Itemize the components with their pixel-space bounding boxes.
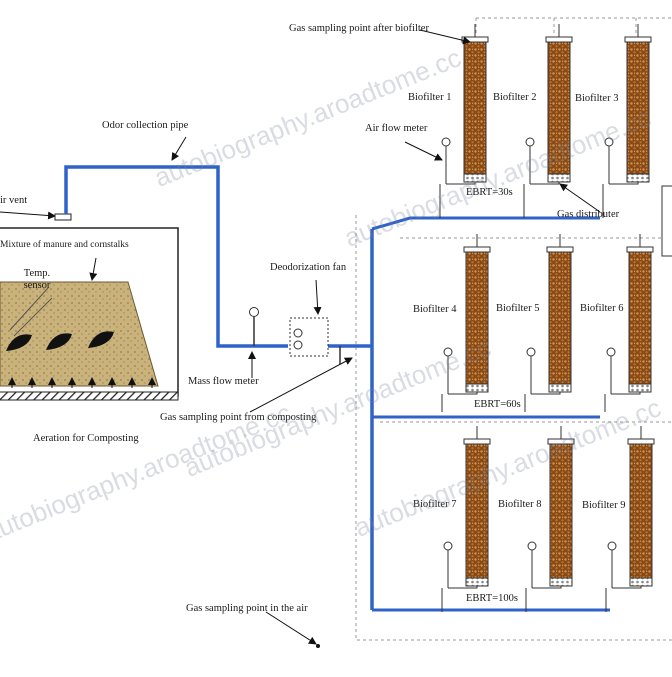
mixture-arrow [89,257,98,281]
biofilter-column [463,41,487,183]
branch-pipe-1 [371,216,600,231]
temp-sensor-probe [6,334,32,351]
aeration-label: Aeration for Composting [33,433,139,444]
biofilter-cap [546,246,574,253]
gas-sampling-after-arrow [419,29,471,45]
biofilter-gravel [465,577,489,587]
biofilter-cap [463,246,491,253]
air-vent [54,213,72,221]
feed-line [611,392,641,395]
temp-sensor-wire [13,297,53,337]
biofilter-gravel [548,383,572,393]
biofilter-label: Biofilter 2 [493,92,537,103]
temp-sensor-probe [88,331,114,348]
gas-sampling-air-label: Gas sampling point in the air [186,603,308,614]
biofilter-cap [624,36,652,43]
air-flow-meter [443,347,453,357]
temp-sensor-wire [9,287,49,331]
fan-arrow [313,279,322,315]
biofilter-cap [547,438,575,445]
odor-collection-pipe-label: Odor collection pipe [102,120,189,131]
feed-line [531,392,561,395]
gas-sampling-composting-label: Gas sampling point from composting [160,412,317,423]
air-flow-meter [525,137,535,147]
feed-line [530,182,560,185]
feed-line [448,392,478,395]
aeration-floor [0,391,179,401]
air-sampling-point [316,644,320,648]
mass-flow-meter [249,307,259,317]
gas-distributer-arrow [559,183,601,213]
biofilter-cap [545,36,573,43]
ebrt-label-group-2: EBRT=60s [474,399,521,410]
odor-collection-pipe [64,165,288,348]
biofilter-label: Biofilter 1 [408,92,452,103]
biofilter-column [465,251,489,393]
biofilter-column [626,41,650,183]
air-flow-meter [607,541,617,551]
gas-distributer [661,185,672,257]
temp-sensor-label: Temp. sensor [23,268,51,291]
gas-sampling-air-arrow [265,611,317,645]
air-flow-meter [527,541,537,551]
deodorization-fan [289,317,329,357]
biofilter-cap [463,438,491,445]
biofilter-gravel [549,577,573,587]
temp-sensor-probe [46,333,72,350]
fan-detail [293,328,303,338]
air-flow-meter-arrow [404,141,443,161]
deodorization-fan-label: Deodorization fan [270,262,347,273]
odor-pipe-arrow [171,136,187,161]
biofilter-label: Biofilter 8 [498,499,542,510]
biofilter-label: Biofilter 3 [575,93,619,104]
biofilter-gravel [629,577,653,587]
air-flow-meter [441,137,451,147]
biofilter-column [629,443,653,587]
biofilter-column [628,251,652,393]
air-flow-meter-label: Air flow meter [365,123,428,134]
biofilter-gravel [463,173,487,183]
mixture-label: Mixture of manure and cornstalks [0,240,129,250]
biofilter-label: Biofilter 6 [580,303,624,314]
compost-pile [0,281,159,387]
boundary-line [355,215,672,641]
feed-line [612,586,642,589]
biofilter-cap [626,246,654,253]
biofilter-label: Biofilter 5 [496,303,540,314]
feed-line [532,586,562,589]
biofilter-column [549,443,573,587]
fan-detail [293,340,303,350]
ebrt-label-group-1: EBRT=30s [466,187,513,198]
feed-line [609,182,639,185]
feed-line [448,586,478,589]
air-flow-meter [606,347,616,357]
biofilter-label: Biofilter 9 [582,500,626,511]
biofilter-cap [627,438,655,445]
ebrt-label-group-3: EBRT=100s [466,593,518,604]
gas-sampling-composting-arrow [249,357,353,413]
air-vent-arrow [0,211,56,220]
air-flow-meter [443,541,453,551]
biofilter-gravel [547,173,571,183]
air-flow-meter [526,347,536,357]
biofilter-gravel [626,173,650,183]
gas-distributer-label: Gas distributer [557,209,620,220]
biofilter-column [548,251,572,393]
biofilter-gravel [465,383,489,393]
mass-flow-meter-label: Mass flow meter [188,376,259,387]
biofilter-label: Biofilter 7 [413,499,457,510]
biofilter-gravel [628,383,652,393]
gas-sampling-after-biofilter-label: Gas sampling point after biofilter [289,23,429,34]
biofilter-column [465,443,489,587]
biofilter-label: Biofilter 4 [413,304,457,315]
air-flow-meter [604,137,614,147]
air-vent-label: ir vent [0,195,28,206]
feed-line [446,182,476,185]
biofilter-column [547,41,571,183]
